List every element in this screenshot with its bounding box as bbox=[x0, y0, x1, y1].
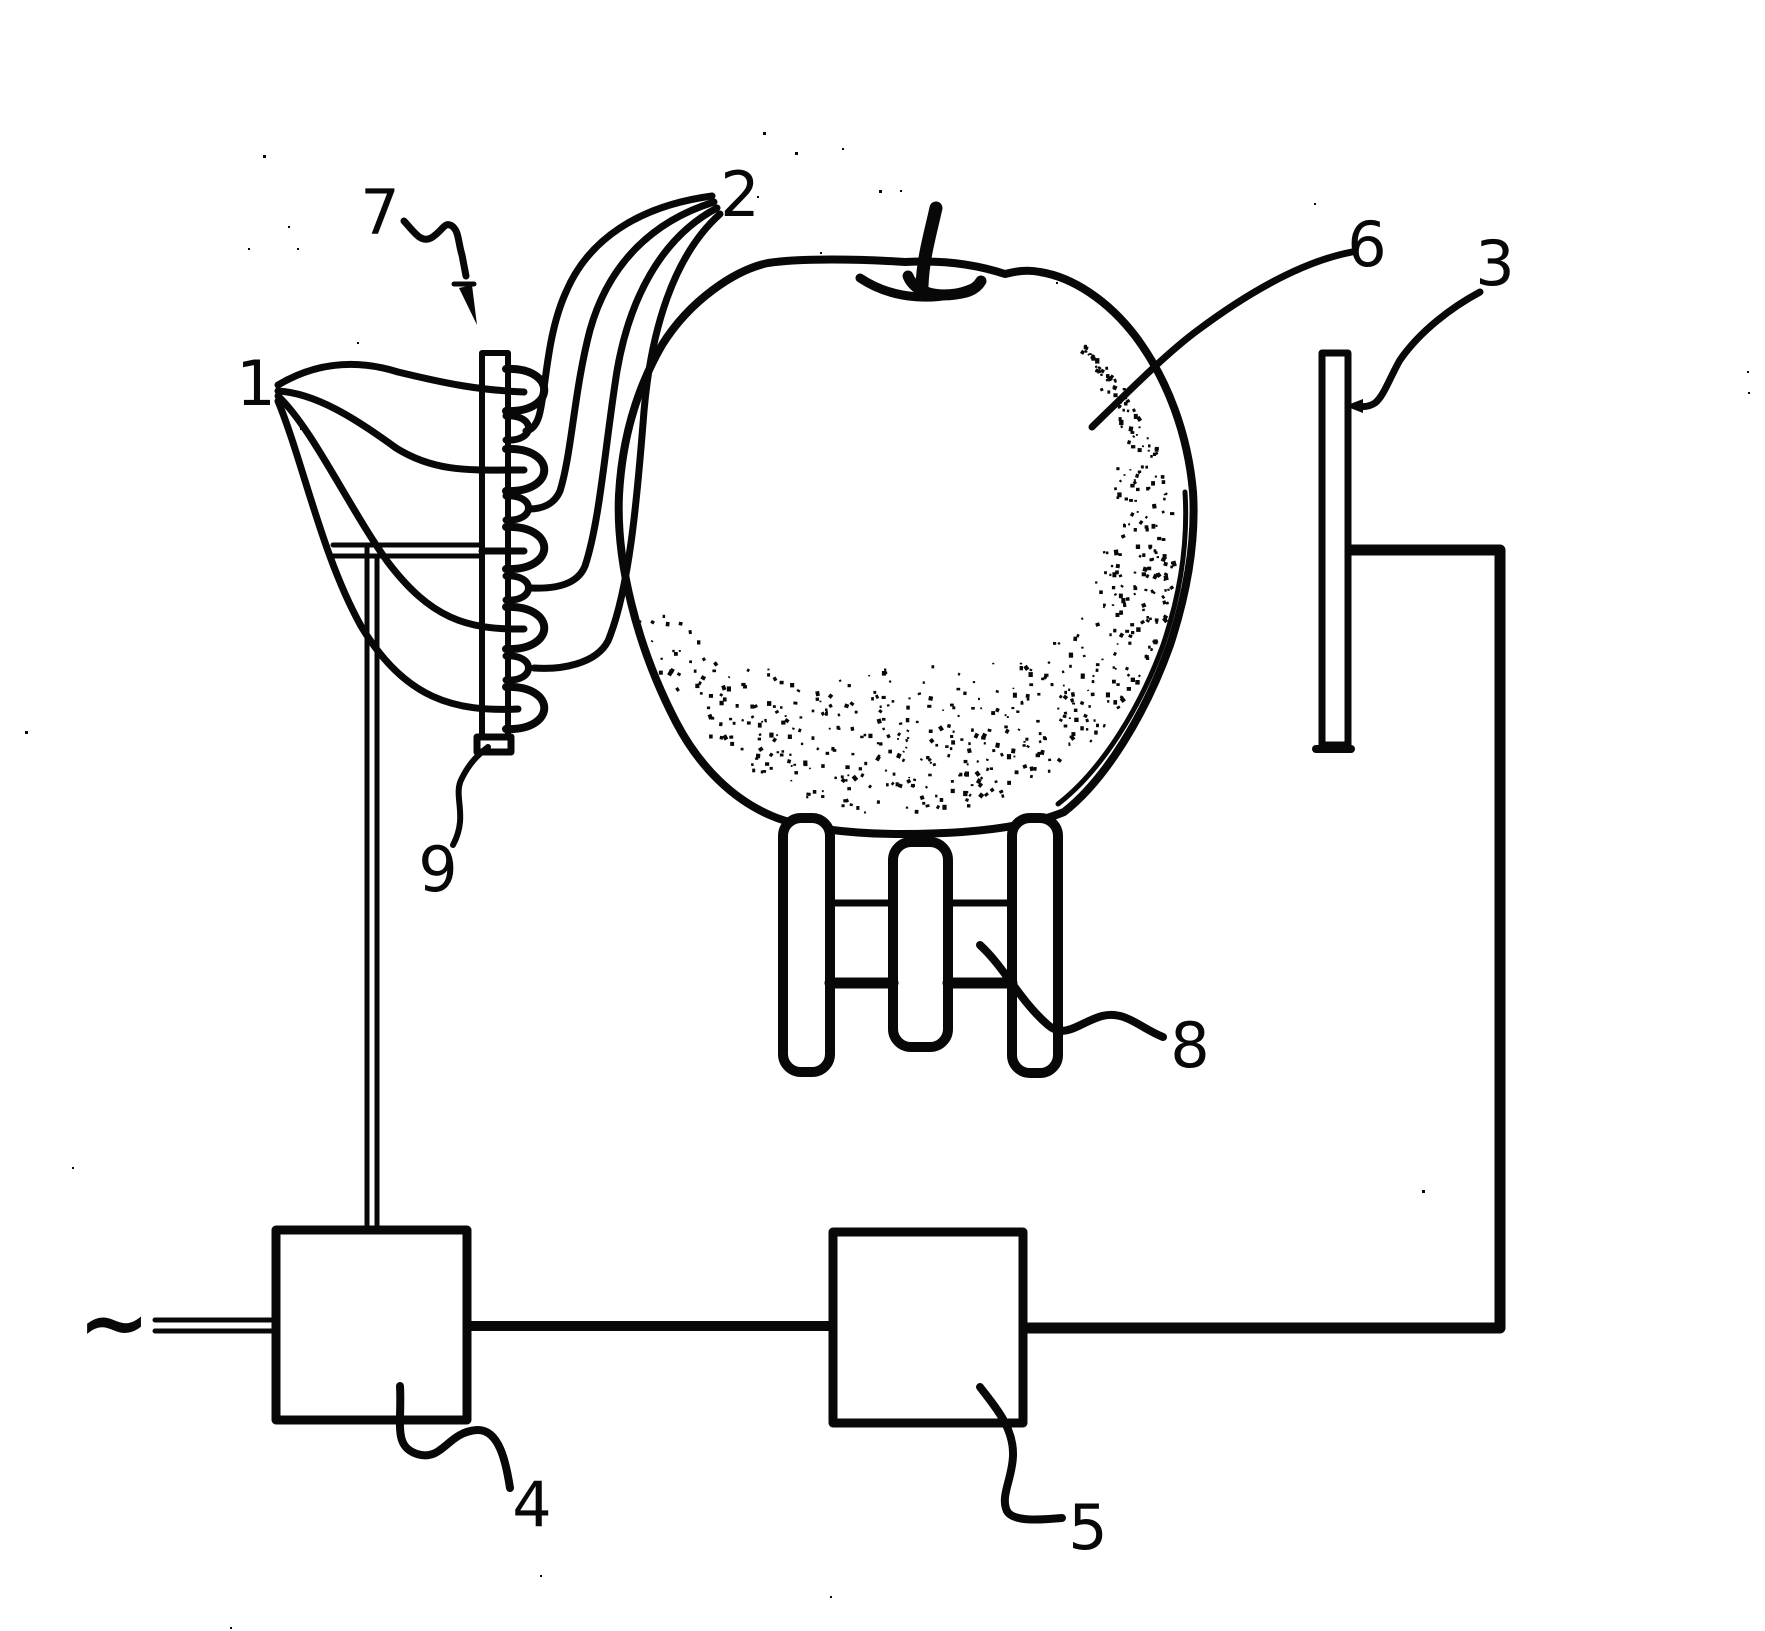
leader-3 bbox=[1353, 288, 1484, 411]
circuit-wires bbox=[152, 542, 1506, 1334]
ref-label-5: 5 bbox=[1068, 1491, 1107, 1564]
ref-label-9: 9 bbox=[418, 833, 457, 906]
ref-label-3: 3 bbox=[1475, 227, 1514, 300]
ref-label-2: 2 bbox=[720, 158, 759, 231]
leader-8 bbox=[976, 941, 1167, 1041]
nozzle-loop-small bbox=[502, 652, 532, 684]
nozzle-feed-wires bbox=[330, 542, 485, 1233]
nozzle-loop-large bbox=[502, 444, 549, 496]
leader-3-arrowhead bbox=[1345, 399, 1363, 413]
right-supply-lines bbox=[522, 192, 724, 672]
ref-label-6: 6 bbox=[1347, 208, 1386, 281]
leader-7-arrowhead bbox=[459, 285, 477, 325]
leader-7 bbox=[400, 217, 470, 280]
scan-specks bbox=[25, 132, 1750, 1629]
nozzle-loop-large bbox=[502, 602, 549, 654]
ac-input-wires bbox=[152, 1317, 279, 1334]
ref-label-1: 1 bbox=[236, 347, 275, 420]
apple-edge-retrace bbox=[1055, 489, 1189, 807]
ref-label-4: 4 bbox=[512, 1468, 551, 1541]
leader-4 bbox=[395, 1382, 514, 1492]
roller-left bbox=[778, 813, 835, 1077]
ref-label-8: 8 bbox=[1170, 1009, 1209, 1082]
roller-right bbox=[1007, 813, 1063, 1078]
leader-6 bbox=[1088, 248, 1356, 431]
nozzle-loop-large bbox=[502, 682, 549, 734]
apple bbox=[614, 201, 1198, 838]
ref-label-7: 7 bbox=[360, 176, 399, 249]
leader-5 bbox=[976, 1383, 1066, 1524]
ac-source-symbol: ~ bbox=[78, 1273, 150, 1373]
apple-stem bbox=[915, 201, 943, 293]
apple-stem-hook bbox=[902, 270, 987, 301]
nozzle-loop-large bbox=[502, 522, 549, 574]
unit-box-4 bbox=[271, 1225, 472, 1425]
wire-electrode-loop bbox=[1017, 544, 1506, 1334]
electrode-plate bbox=[1312, 349, 1355, 753]
support-rollers bbox=[778, 813, 1063, 1078]
leader-9 bbox=[450, 744, 491, 848]
unit-box-5 bbox=[828, 1227, 1028, 1428]
reference-numerals: 1 2 3 4 5 6 7 8 9 ~ bbox=[78, 158, 1515, 1564]
spray-stipple bbox=[639, 344, 1177, 814]
apple-outline bbox=[614, 255, 1198, 838]
roller-middle bbox=[888, 837, 953, 1052]
leader-lines bbox=[395, 217, 1484, 1524]
left-supply-lines bbox=[274, 360, 528, 713]
